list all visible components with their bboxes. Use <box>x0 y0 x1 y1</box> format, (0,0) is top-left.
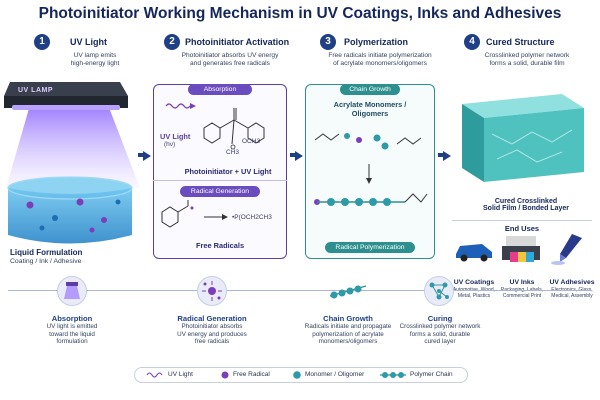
liquid-formulation-sub: Coating / Ink / Adhesive <box>10 258 82 265</box>
step-4-number: 4 <box>464 34 480 50</box>
step-2-number: 2 <box>164 34 180 50</box>
legend-chain-icon <box>380 372 406 378</box>
step-3-number: 3 <box>320 34 336 50</box>
uv-lamp-label: UV LAMP <box>18 87 53 94</box>
flow-arrow-3-bar <box>438 153 444 157</box>
end-use-coatings-title: UV Coatings <box>453 279 495 286</box>
bottom-chain-title: Chain Growth <box>323 314 373 323</box>
flow-arrow-2-bar <box>290 153 296 157</box>
radical-generation-pill: Radical Generation <box>180 186 260 197</box>
radical-burst-icon <box>202 281 222 301</box>
och3-label: OCH3 <box>242 138 261 145</box>
photoinitiator-structure <box>165 103 265 150</box>
step-1-title: UV Light <box>70 37 107 47</box>
legend-radical-label: Free Radical <box>233 371 270 378</box>
flow-arrow-3 <box>443 151 451 161</box>
liquid-formulation-title: Liquid Formulation <box>10 248 83 257</box>
bottom-curing-title: Curing <box>427 314 453 323</box>
end-uses-title: End Uses <box>504 224 540 233</box>
bottom-absorption-title: Absorption <box>51 314 93 323</box>
polymer-chain-diagram <box>314 133 428 206</box>
car-icon <box>456 244 492 262</box>
printer-icon <box>502 236 540 262</box>
end-use-inks-desc: Packaging, Labels,Commercial Print <box>501 287 543 299</box>
chain-growth-icon <box>329 285 367 299</box>
legend-monomer-label: Monomer / Oligomer <box>305 371 365 378</box>
flow-arrow-1-bar <box>138 153 144 157</box>
activation-panel <box>153 84 287 259</box>
pi-plus-uv-label: Photoinitiator + UV Light <box>184 167 272 176</box>
step-4-title: Cured Structure <box>486 37 555 47</box>
adhesive-tube-icon <box>551 234 582 265</box>
legend <box>134 367 468 383</box>
step-2-title: Photoinitiator Activation <box>185 37 290 47</box>
step-3-title: Polymerization <box>344 37 409 47</box>
uv-lamp-illustration <box>4 82 140 244</box>
hv-label: (hν) <box>164 141 176 148</box>
legend-radical-icon <box>221 371 229 379</box>
cured-block-illustration <box>462 94 584 182</box>
process-timeline <box>8 290 592 292</box>
monomers-label: Acrylate Monomers /Oligomers <box>333 100 407 118</box>
uv-light-label: UV Light <box>160 132 191 141</box>
chain-growth-pill: Chain Growth <box>340 84 400 95</box>
step-1-number: 1 <box>34 34 50 50</box>
radical-formula: •P(OCH2CH3 <box>232 214 272 221</box>
flow-arrow-2 <box>295 151 303 161</box>
legend-uv-icon <box>146 372 163 378</box>
radical-polymerization-pill: Radical Polymerization <box>325 242 415 253</box>
end-uses-divider <box>452 220 592 221</box>
absorption-pill: Absorption <box>188 84 252 95</box>
uv-lamp-icon <box>64 282 80 299</box>
polymerization-panel <box>305 84 435 259</box>
radical-structures <box>161 200 228 228</box>
ch3-label: CH3 <box>226 149 240 156</box>
free-radicals-label: Free Radicals <box>196 241 245 250</box>
end-use-inks-title: UV Inks <box>509 279 535 286</box>
page-title: Photoinitiator Working Mechanism in UV C… <box>38 5 562 22</box>
bottom-radical-title: Radical Generation <box>177 314 247 323</box>
network-icon <box>429 282 449 300</box>
flow-arrow-1 <box>143 151 151 161</box>
end-use-coatings-desc: Automotive, Wood,Metal, Plastics <box>453 287 495 299</box>
legend-chain-label: Polymer Chain <box>410 371 453 378</box>
end-use-adhesives-desc: Electronics, Glass,Medical, Assembly <box>551 287 593 299</box>
activation-divider <box>153 180 287 181</box>
end-use-adhesives-title: UV Adhesives <box>549 279 595 286</box>
legend-monomer-icon <box>293 371 301 379</box>
legend-uv-label: UV Light <box>168 371 193 378</box>
